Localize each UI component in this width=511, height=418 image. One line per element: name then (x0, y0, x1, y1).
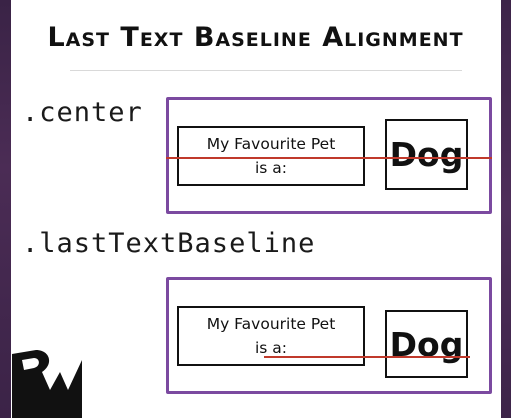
center-text-box: My Favourite Pet is a: (177, 126, 365, 186)
center-dog-label: Dog (389, 135, 464, 174)
last-baseline-text-line1: My Favourite Pet (206, 315, 336, 333)
center-container-frame (166, 97, 492, 214)
last-baseline-dog-box: Dog (385, 310, 468, 378)
left-background-strip (0, 0, 11, 418)
center-text-line1: My Favourite Pet (206, 135, 336, 153)
last-baseline-container-frame (166, 277, 492, 394)
last-text-baseline-label: .lastTextBaseline (22, 228, 316, 259)
right-background-strip (501, 0, 511, 418)
center-dog-box: Dog (385, 119, 468, 190)
title-divider (70, 70, 462, 71)
last-baseline-alignment-line (264, 356, 470, 358)
center-alignment-line (166, 157, 492, 159)
page-title: Last Text Baseline Alignment (47, 22, 464, 53)
center-label: .center (22, 97, 143, 128)
rw-logo-icon (12, 350, 82, 418)
last-baseline-text-line2: is a: (254, 339, 288, 357)
center-text-line2: is a: (254, 159, 288, 177)
